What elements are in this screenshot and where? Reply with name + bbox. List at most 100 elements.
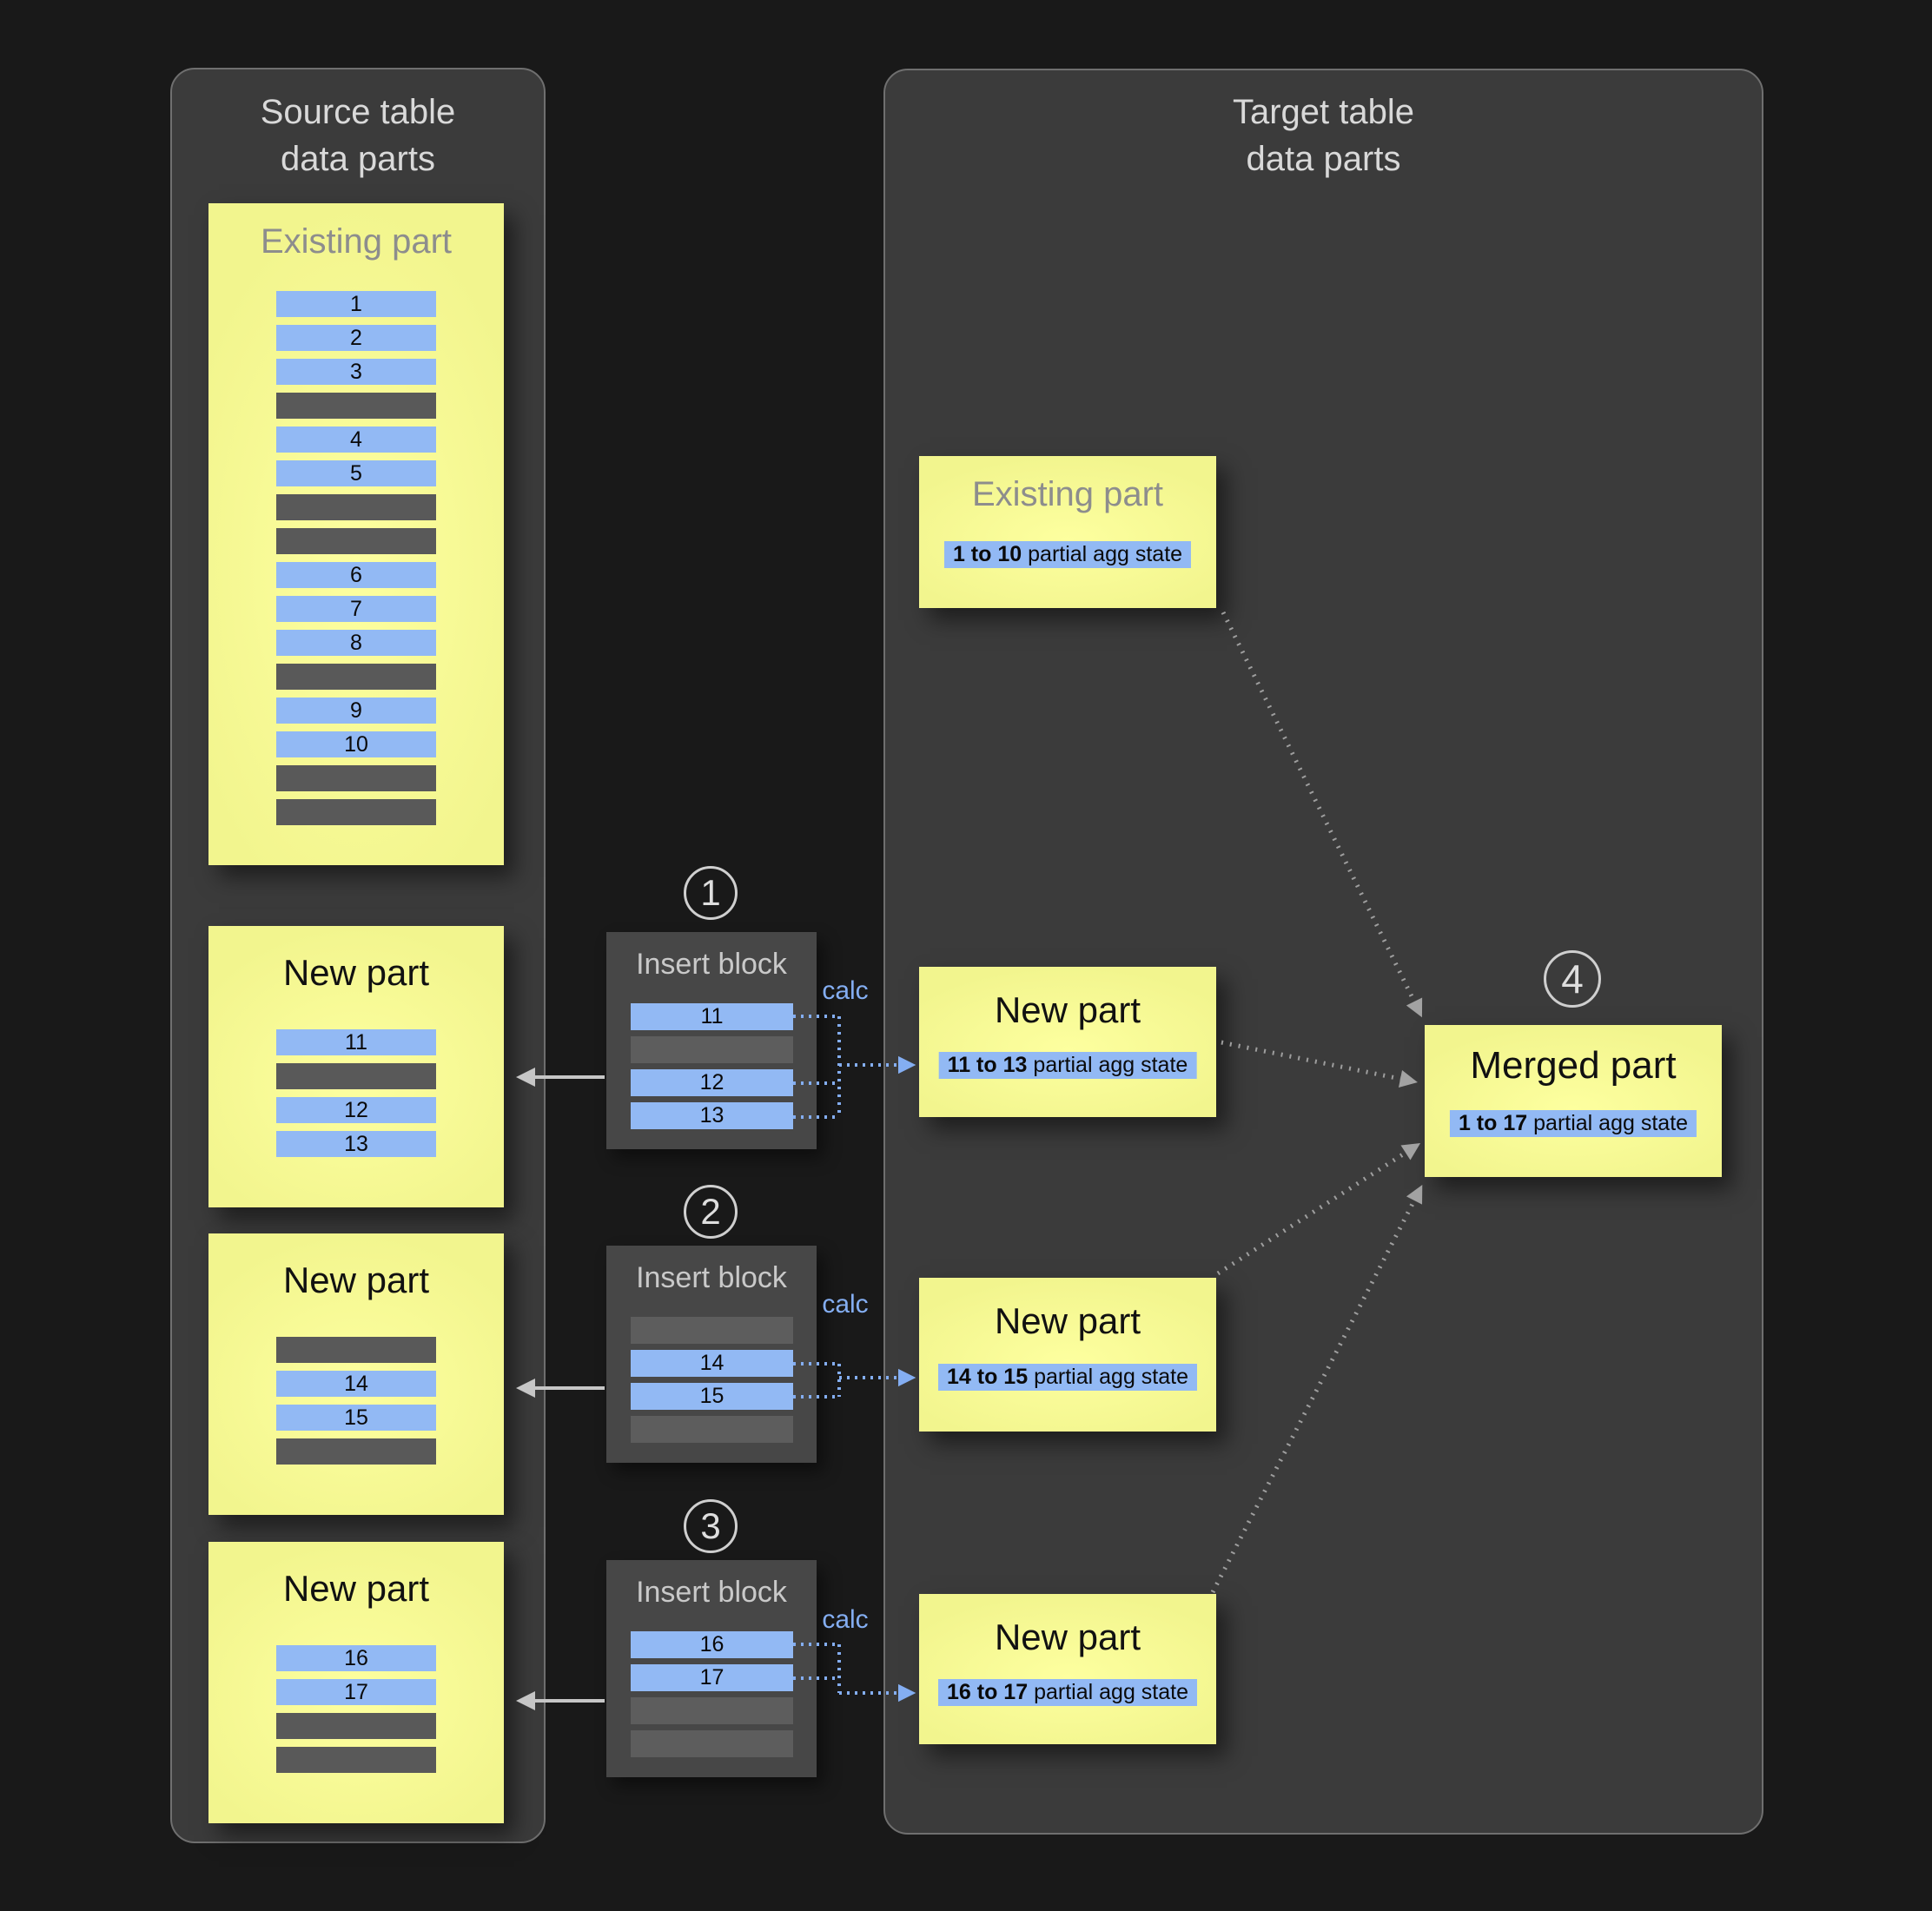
filler-row	[276, 528, 436, 554]
insert-block-1-rows: 11 12 13	[631, 1003, 793, 1135]
filler-row	[276, 494, 436, 520]
filler-row	[631, 1317, 793, 1344]
data-row: 7	[276, 596, 436, 622]
target-panel-title-line2: data parts	[1246, 140, 1401, 178]
filler-row	[276, 1337, 436, 1363]
source-panel-title-line1: Source table	[260, 93, 456, 131]
agg-range: 1 to 10	[952, 542, 1022, 566]
target-new-part-1-title: New part	[994, 989, 1141, 1030]
calc-label-2: calc	[822, 1290, 869, 1319]
insert-block-2-title: Insert block	[636, 1261, 787, 1294]
source-new-part-3-title: New part	[282, 1568, 430, 1609]
data-row: 8	[276, 630, 436, 656]
step-3-badge: 3	[684, 1499, 738, 1553]
data-row: 11	[276, 1029, 436, 1055]
agg-label: partial agg state	[1028, 542, 1183, 566]
data-row: 15	[631, 1383, 793, 1410]
filler-row	[276, 799, 436, 825]
source-new-part-1: New part 11 12 13	[208, 926, 504, 1207]
agg-range: 11 to 13	[947, 1053, 1028, 1077]
target-new-part-3-title: New part	[994, 1617, 1141, 1657]
agg-range: 1 to 17	[1458, 1111, 1528, 1135]
data-row: 5	[276, 460, 436, 486]
data-row: 11	[631, 1003, 793, 1030]
data-row: 17	[276, 1679, 436, 1705]
data-row: 13	[276, 1131, 436, 1157]
agg-range: 14 to 15	[946, 1365, 1029, 1389]
agg-label: partial agg state	[1533, 1111, 1689, 1135]
data-row: 2	[276, 325, 436, 351]
data-row: 12	[631, 1069, 793, 1096]
data-row: 17	[631, 1664, 793, 1691]
data-row: 13	[631, 1102, 793, 1129]
data-row: 14	[276, 1371, 436, 1397]
data-row: 14	[631, 1350, 793, 1377]
filler-row	[276, 1747, 436, 1773]
step-4-badge: 4	[1544, 950, 1601, 1008]
data-row: 15	[276, 1405, 436, 1431]
filler-row	[631, 1416, 793, 1443]
step-2-badge: 2	[684, 1185, 738, 1239]
target-existing-part-title: Existing part	[971, 475, 1164, 513]
target-table-panel	[883, 69, 1763, 1835]
data-row: 10	[276, 731, 436, 757]
data-row: 1	[276, 291, 436, 317]
source-panel-title-line2: data parts	[281, 140, 435, 178]
filler-row	[276, 1713, 436, 1739]
step-1-badge: 1	[684, 866, 738, 920]
calc-label-1: calc	[822, 976, 869, 1005]
data-row: 6	[276, 562, 436, 588]
data-row: 16	[276, 1645, 436, 1671]
filler-row	[276, 765, 436, 791]
agg-range: 16 to 17	[946, 1680, 1029, 1704]
data-row: 9	[276, 698, 436, 724]
insert-block-3-title: Insert block	[636, 1576, 787, 1609]
data-row: 3	[276, 359, 436, 385]
filler-row	[276, 1438, 436, 1465]
source-existing-part-title: Existing part	[260, 222, 453, 261]
target-new-part-2-title: New part	[994, 1300, 1141, 1341]
source-new-part-1-title: New part	[282, 952, 430, 993]
filler-row	[276, 664, 436, 690]
calc-label-3: calc	[822, 1605, 869, 1634]
source-existing-part: Existing part 1 2 3 4 5 6 7 8 9 10	[208, 203, 504, 865]
data-row: 12	[276, 1097, 436, 1123]
filler-row	[631, 1730, 793, 1757]
agg-label: partial agg state	[1034, 1365, 1189, 1389]
filler-row	[276, 1063, 436, 1089]
source-new-part-1-rows: 11 12 13	[276, 1029, 436, 1165]
agg-label: partial agg state	[1033, 1053, 1188, 1077]
merged-part-title: Merged part	[1470, 1044, 1677, 1087]
data-row: 16	[631, 1631, 793, 1658]
target-panel-title: Target table data parts	[883, 89, 1763, 182]
insert-block-1: Insert block 11 12 13	[606, 932, 817, 1149]
filler-row	[631, 1036, 793, 1063]
insert-block-1-title: Insert block	[636, 948, 787, 981]
filler-row	[631, 1697, 793, 1724]
filler-row	[276, 393, 436, 419]
agg-label: partial agg state	[1034, 1680, 1189, 1704]
data-row: 4	[276, 427, 436, 453]
source-panel-title: Source table data parts	[170, 89, 546, 182]
source-new-part-2-title: New part	[282, 1260, 430, 1300]
source-existing-part-rows: 1 2 3 4 5 6 7 8 9 10	[276, 291, 436, 833]
